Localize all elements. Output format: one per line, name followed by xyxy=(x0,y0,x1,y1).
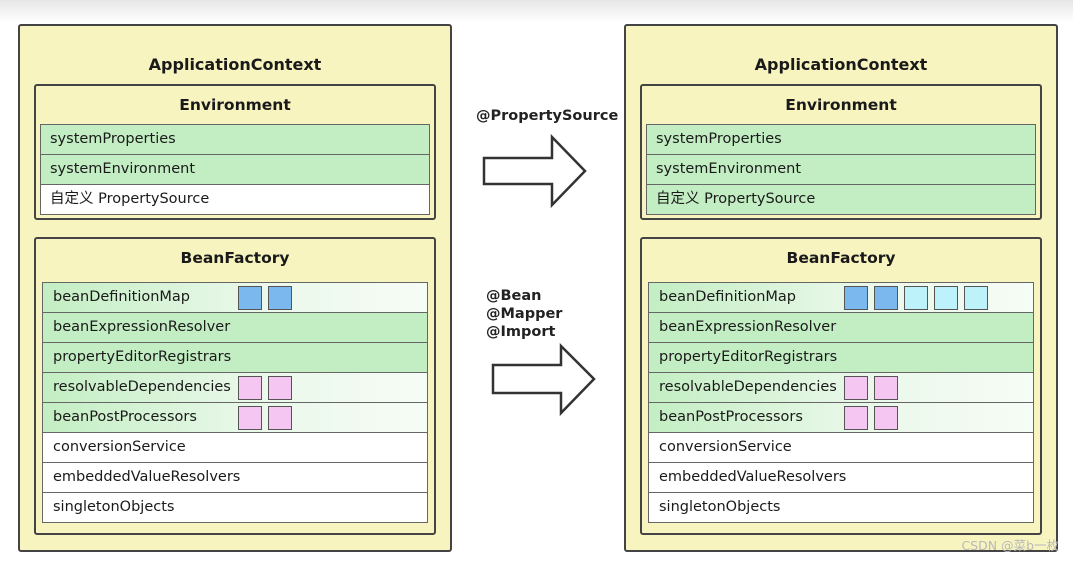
row-label: conversionService xyxy=(53,439,186,455)
bean-square xyxy=(238,286,262,310)
bean-square xyxy=(844,376,868,400)
import-annotation: @Import xyxy=(486,324,556,340)
row-label: singletonObjects xyxy=(659,499,781,515)
list-item: embeddedValueResolvers xyxy=(648,462,1034,493)
row-label: beanDefinitionMap xyxy=(659,289,797,305)
list-item: singletonObjects xyxy=(42,492,428,523)
property-source-annotation: @PropertySource xyxy=(476,108,619,124)
list-item: 自定义 PropertySource xyxy=(40,184,430,215)
list-item: systemEnvironment xyxy=(40,154,430,185)
list-item: beanDefinitionMap xyxy=(42,282,428,313)
bean-square xyxy=(934,286,958,310)
beanfactory-rows: beanDefinitionMap beanExpressionResolver p… xyxy=(648,282,1034,523)
row-label: systemProperties xyxy=(656,131,782,147)
beanfactory-title: BeanFactory xyxy=(180,249,290,267)
bean-square xyxy=(964,286,988,310)
bean-square xyxy=(844,406,868,430)
list-item: resolvableDependencies xyxy=(42,372,428,403)
bean-square xyxy=(874,286,898,310)
row-label: 自定义 PropertySource xyxy=(656,191,816,207)
row-label: 自定义 PropertySource xyxy=(50,191,210,207)
row-label: resolvableDependencies xyxy=(659,379,837,395)
row-label: systemEnvironment xyxy=(50,161,196,177)
list-item: systemEnvironment xyxy=(646,154,1036,185)
row-label: propertyEditorRegistrars xyxy=(53,349,232,365)
bean-square xyxy=(268,286,292,310)
row-label: beanPostProcessors xyxy=(659,409,803,425)
environment-title: Environment xyxy=(179,96,291,114)
bean-square xyxy=(268,406,292,430)
row-label: singletonObjects xyxy=(53,499,175,515)
list-item: embeddedValueResolvers xyxy=(42,462,428,493)
environment-rows: systemProperties systemEnvironment 自定义 Pro… xyxy=(646,124,1036,215)
list-item: propertyEditorRegistrars xyxy=(42,342,428,373)
arrow-right-icon xyxy=(491,343,596,417)
environment-rows: systemProperties systemEnvironment 自定义 Pro… xyxy=(40,124,430,215)
bean-square xyxy=(874,406,898,430)
row-label: conversionService xyxy=(659,439,792,455)
application-context-title: ApplicationContext xyxy=(754,55,928,74)
list-item: propertyEditorRegistrars xyxy=(648,342,1034,373)
list-item: beanPostProcessors xyxy=(648,402,1034,433)
row-label: embeddedValueResolvers xyxy=(53,469,241,485)
bean-square xyxy=(904,286,928,310)
watermark: CSDN @菜b一枚 xyxy=(961,538,1059,553)
beanfactory-panel: BeanFactory beanDefinitionMap beanExpress… xyxy=(34,237,436,535)
row-label: embeddedValueResolvers xyxy=(659,469,847,485)
application-context-before: ApplicationContext Environment systemPro… xyxy=(18,24,452,552)
list-item: resolvableDependencies xyxy=(648,372,1034,403)
row-label: beanDefinitionMap xyxy=(53,289,191,305)
environment-title: Environment xyxy=(785,96,897,114)
list-item: beanExpressionResolver xyxy=(42,312,428,343)
environment-panel: Environment systemProperties systemEnviro… xyxy=(34,84,436,220)
row-label: propertyEditorRegistrars xyxy=(659,349,838,365)
bean-annotation: @Bean xyxy=(486,288,542,304)
mapper-annotation: @Mapper xyxy=(486,306,563,322)
application-context-after: ApplicationContext Environment systemPro… xyxy=(624,24,1058,552)
list-item: systemProperties xyxy=(40,124,430,155)
application-context-title: ApplicationContext xyxy=(148,55,322,74)
arrow-right-icon xyxy=(482,134,587,208)
row-label: systemEnvironment xyxy=(656,161,802,177)
list-item: beanPostProcessors xyxy=(42,402,428,433)
bean-square xyxy=(238,376,262,400)
list-item: singletonObjects xyxy=(648,492,1034,523)
list-item: systemProperties xyxy=(646,124,1036,155)
row-label: beanExpressionResolver xyxy=(659,319,837,335)
row-label: resolvableDependencies xyxy=(53,379,231,395)
beanfactory-panel: BeanFactory beanDefinitionMap beanExpress… xyxy=(640,237,1042,535)
beanfactory-title: BeanFactory xyxy=(786,249,896,267)
list-item: conversionService xyxy=(648,432,1034,463)
beanfactory-rows: beanDefinitionMap beanExpressionResolver p… xyxy=(42,282,428,523)
bean-square xyxy=(874,376,898,400)
row-label: beanPostProcessors xyxy=(53,409,197,425)
bean-square xyxy=(238,406,262,430)
list-item: beanExpressionResolver xyxy=(648,312,1034,343)
list-item: beanDefinitionMap xyxy=(648,282,1034,313)
list-item: conversionService xyxy=(42,432,428,463)
list-item: 自定义 PropertySource xyxy=(646,184,1036,215)
environment-panel: Environment systemProperties systemEnviro… xyxy=(640,84,1042,220)
bean-square xyxy=(844,286,868,310)
row-label: beanExpressionResolver xyxy=(53,319,231,335)
bean-square xyxy=(268,376,292,400)
row-label: systemProperties xyxy=(50,131,176,147)
bean-annotations: @Bean @Mapper @Import xyxy=(486,287,562,341)
